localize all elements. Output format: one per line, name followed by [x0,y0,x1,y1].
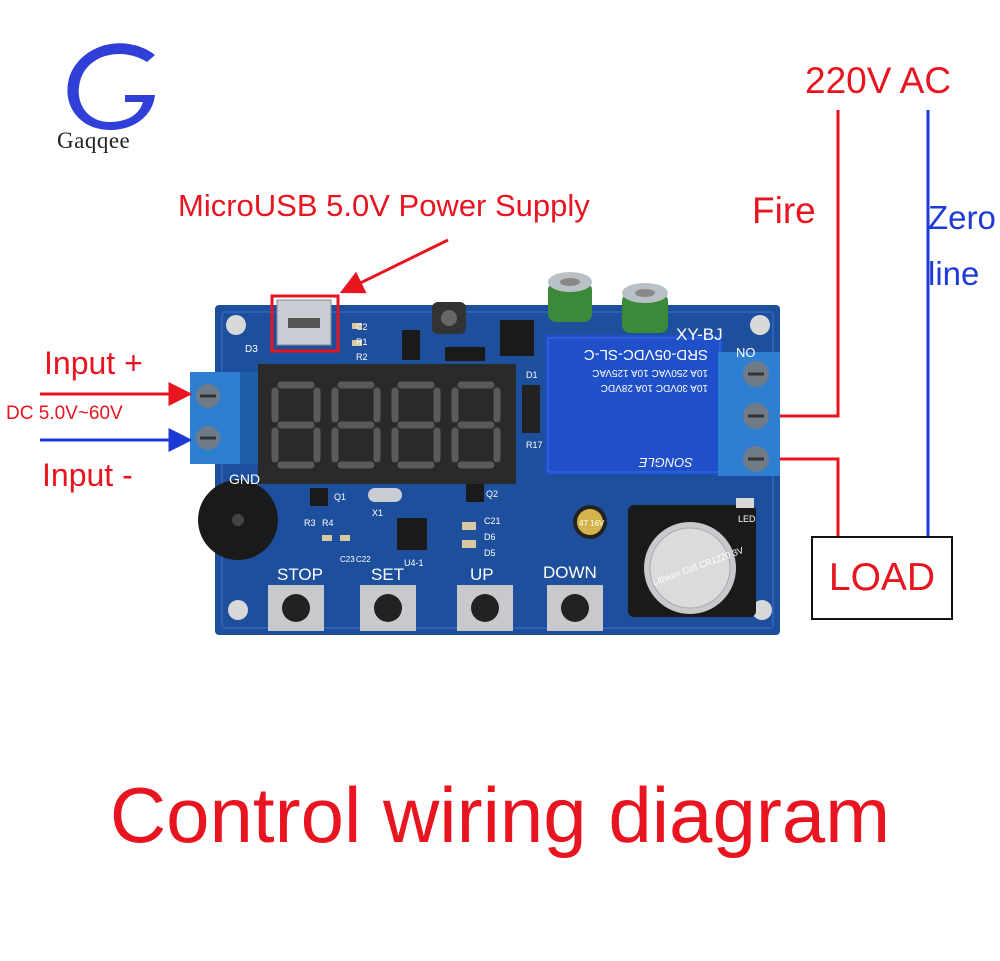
fire-wire-label: Fire [752,190,816,231]
diode [522,385,540,433]
r4-label: R4 [322,518,334,528]
button-down-label: DOWN [543,563,597,582]
d1-label: D1 [526,370,538,380]
brand-name: Gaqqee [57,128,131,153]
button-up [457,585,513,631]
button-stop [268,585,324,631]
ic-chip [445,347,485,361]
relay-rating-2: 10A 30VDC 10A 28VDC [601,382,708,393]
relay-rating-1: 10A 250VAC 10A 125VAC [592,367,708,378]
button-down [547,585,603,631]
crystal-oscillator [368,488,402,502]
gnd-label: GND [229,471,260,487]
usb-pointer-arrow [339,238,449,294]
fire-wire [780,110,840,418]
led-indicator [736,498,754,508]
mount-hole [228,600,248,620]
zero-line-label-1: Zero [928,199,996,236]
relay-terminal-block [718,352,780,476]
d5-label: D5 [484,548,496,558]
mount-hole [226,315,246,335]
relay-model-label: SRD-05VDC-SL-C [584,346,708,363]
r3-label: R3 [304,518,316,528]
r2-label: R2 [356,352,368,362]
capacitor-47uf [573,505,607,539]
q2-label: Q2 [486,489,498,499]
c23-label: C23 [340,555,355,564]
buzzer [198,480,278,560]
mount-hole [750,315,770,335]
ac-voltage-label: 220V AC [805,60,952,101]
zero-line-label: Zero line [928,190,996,302]
relay-brand-label: SONGLE [638,455,693,470]
button-set-label: SET [371,565,404,584]
diagram-title: Control wiring diagram [109,771,891,859]
nc-label: NO [736,345,756,360]
q1-label: Q1 [334,492,346,502]
input-minus-label: Input - [42,457,133,493]
coin-cell-battery [628,505,756,617]
r17-label: R17 [526,440,543,450]
c2-label: C2 [356,322,368,332]
button-stop-label: STOP [277,565,323,584]
ic-chip [402,330,420,360]
zero-line-label-2: line [928,255,980,292]
dc-range-label: DC 5.0V~60V [6,403,123,424]
ic-chip [397,518,427,550]
c22-label: C22 [356,555,371,564]
board-model-label: XY-BJ [676,325,723,344]
r1-label: R1 [356,337,368,347]
u4-label: U4-1 [404,558,424,568]
load-wire [780,457,840,536]
button-set [360,585,416,631]
input-plus-label: Input + [44,345,143,381]
mount-hole [752,600,772,620]
electrolytic-capacitor [548,272,592,322]
led-label: LED [738,514,756,524]
load-box: LOAD [811,536,953,620]
electrolytic-capacitor [622,283,668,333]
relay [545,335,723,475]
x1-label: X1 [372,508,383,518]
g-swirl-logo-icon [67,43,155,130]
usb-highlight-box [270,294,340,353]
c21-label: C21 [484,516,501,526]
button-up-label: UP [470,565,494,584]
ic-chip [500,320,534,356]
cap-label: 47 16V [579,519,605,528]
d3-label: D3 [245,344,258,355]
d6-label: D6 [484,532,496,542]
usb-power-label: MicroUSB 5.0V Power Supply [178,188,590,223]
